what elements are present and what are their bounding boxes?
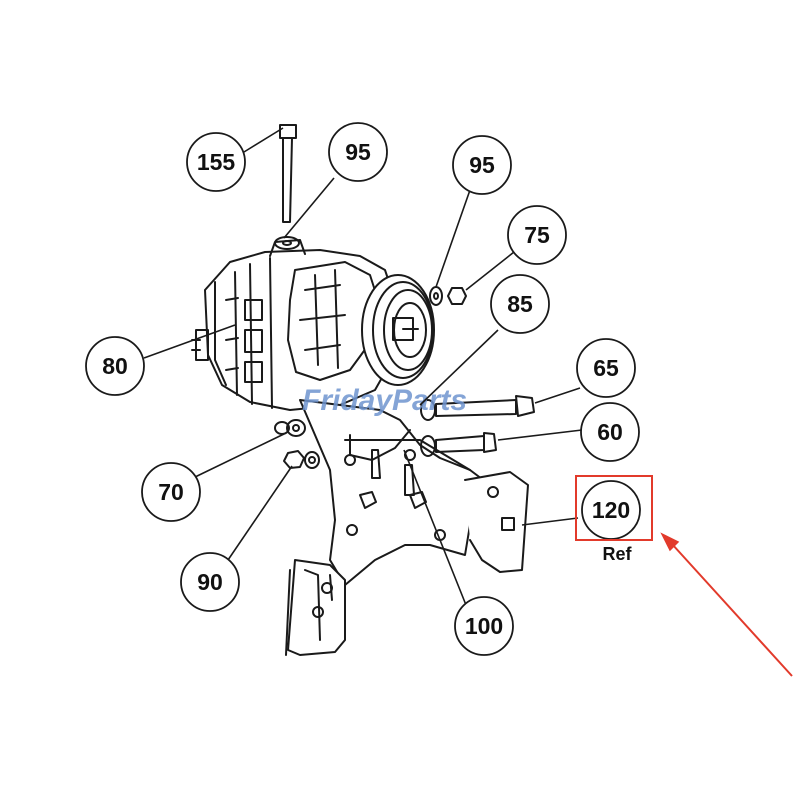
callout-65: 65 [576, 338, 636, 398]
callout-label-95-bolt: 95 [345, 139, 371, 165]
callout-label-80: 80 [102, 353, 128, 379]
callout-70: 70 [141, 462, 201, 522]
callout-120: 120 [581, 480, 641, 540]
callout-label-90: 90 [197, 569, 223, 595]
callout-label-60: 60 [597, 419, 623, 445]
watermark-text: FridayParts [302, 384, 467, 417]
callout-label-95-pulley: 95 [469, 152, 495, 178]
callout-label-100: 100 [465, 613, 503, 639]
support-leg [285, 559, 346, 656]
pointer-arrow [660, 532, 793, 677]
callout-label-155: 155 [197, 149, 236, 175]
mounting-bracket [299, 399, 491, 586]
callout-label-75: 75 [524, 222, 550, 248]
back-plate [464, 471, 529, 573]
pulley-nut [447, 287, 467, 305]
bolt-60 [420, 432, 497, 457]
pulley [361, 274, 435, 386]
washer-70 [274, 419, 306, 437]
callout-75: 75 [507, 205, 567, 265]
callout-100: 100 [454, 596, 514, 656]
callout-label-70: 70 [158, 479, 184, 505]
long-bolt [274, 124, 300, 250]
pulley-washer [429, 286, 443, 306]
callout-label-120: 120 [592, 497, 630, 523]
callout-95-bolt: 95 [328, 122, 388, 182]
callout-95-pulley: 95 [452, 135, 512, 195]
bolt-65 [420, 395, 535, 421]
callout-80: 80 [85, 336, 145, 396]
callout-60: 60 [580, 402, 640, 462]
callout-85: 85 [490, 274, 550, 334]
callout-155: 155 [186, 132, 246, 192]
leader-lines [143, 127, 583, 606]
callout-label-65: 65 [593, 355, 619, 381]
highlight-box [575, 475, 653, 541]
ref-label: Ref [602, 544, 632, 564]
callout-label-85: 85 [507, 291, 533, 317]
callout-90: 90 [180, 552, 240, 612]
nut-90 [283, 450, 320, 469]
